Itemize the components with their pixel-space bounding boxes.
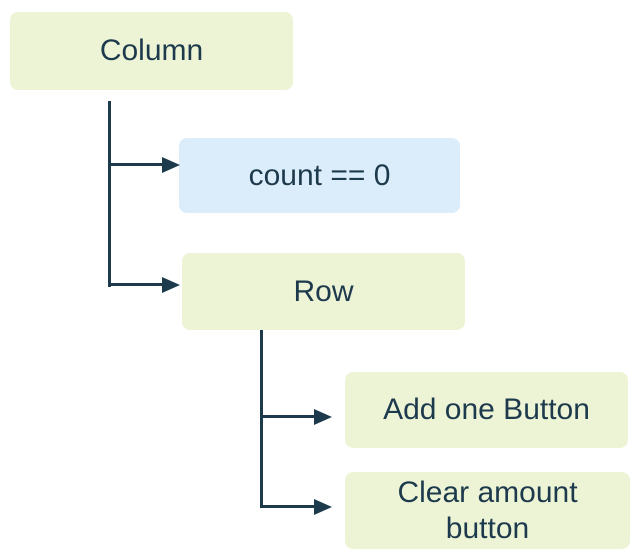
node-column-label: Column bbox=[99, 34, 204, 67]
node-clear-amount-button: Clear amount button bbox=[345, 472, 630, 549]
node-row-label: Row bbox=[293, 274, 354, 308]
node-count-condition-label: count == 0 bbox=[248, 158, 391, 192]
connector-column-trunk bbox=[108, 101, 111, 287]
connector-row-to-clear-amount bbox=[260, 505, 316, 508]
arrowhead-right-icon bbox=[162, 157, 180, 173]
arrowhead-right-icon bbox=[162, 277, 180, 293]
node-column: Column bbox=[10, 12, 293, 90]
connector-row-trunk bbox=[260, 330, 263, 508]
node-row: Row bbox=[182, 253, 465, 330]
connector-row-to-add-one bbox=[260, 415, 316, 418]
node-add-one-button-label: Add one Button bbox=[383, 393, 590, 426]
node-count-condition: count == 0 bbox=[179, 138, 460, 213]
arrowhead-right-icon bbox=[314, 499, 332, 515]
arrowhead-right-icon bbox=[314, 409, 332, 425]
connector-column-to-row bbox=[108, 283, 164, 286]
node-add-one-button: Add one Button bbox=[345, 372, 628, 448]
node-clear-amount-button-label: Clear amount button bbox=[397, 475, 578, 545]
connector-column-to-condition bbox=[108, 163, 164, 166]
